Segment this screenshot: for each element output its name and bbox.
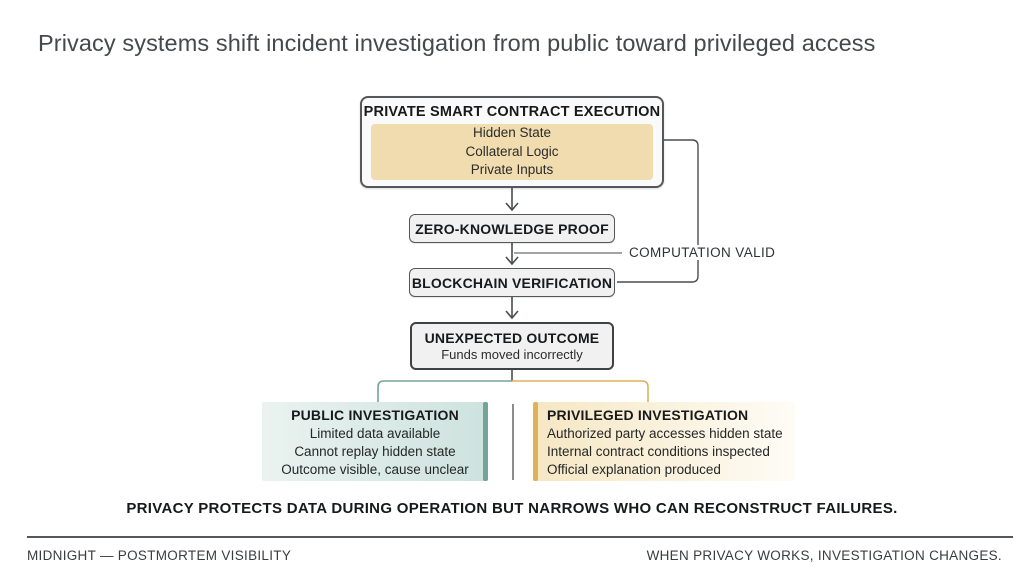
outcome-title: UNEXPECTED OUTCOME <box>424 330 600 346</box>
privileged-investigation-box: PRIVILEGED INVESTIGATION Authorized part… <box>533 402 795 481</box>
privileged-line: Internal contract conditions inspected <box>547 444 770 459</box>
branch-privileged-line <box>512 380 649 402</box>
public-investigation-title: PUBLIC INVESTIGATION <box>291 407 459 423</box>
page-title: Privacy systems shift incident investiga… <box>38 30 876 56</box>
execution-hidden-items: Hidden State Collateral Logic Private In… <box>371 124 653 180</box>
blockchain-verification-box: BLOCKCHAIN VERIFICATION <box>409 268 615 297</box>
privileged-line: Official explanation produced <box>547 462 721 477</box>
execution-item: Collateral Logic <box>465 143 559 159</box>
branch-divider <box>512 404 514 480</box>
execution-box: PRIVATE SMART CONTRACT EXECUTION Hidden … <box>360 96 664 188</box>
execution-title: PRIVATE SMART CONTRACT EXECUTION <box>363 104 661 120</box>
public-line: Cannot replay hidden state <box>294 444 456 459</box>
footer-divider-line <box>27 536 1013 538</box>
public-line: Outcome visible, cause unclear <box>281 462 469 477</box>
privileged-investigation-title: PRIVILEGED INVESTIGATION <box>547 407 749 423</box>
arrow-verification-to-outcome <box>505 297 519 320</box>
zk-proof-box: ZERO-KNOWLEDGE PROOF <box>409 214 615 243</box>
footer-tagline: WHEN PRIVACY WORKS, INVESTIGATION CHANGE… <box>646 548 1002 563</box>
unexpected-outcome-box: UNEXPECTED OUTCOME Funds moved incorrect… <box>410 322 614 370</box>
execution-item: Private Inputs <box>470 162 554 178</box>
outcome-subtitle: Funds moved incorrectly <box>441 347 583 362</box>
public-line: Limited data available <box>309 426 441 441</box>
computation-valid-label: COMPUTATION VALID <box>625 245 780 260</box>
public-accent-bar <box>483 402 488 481</box>
arrow-execution-to-zkproof <box>505 188 519 212</box>
arrow-zkproof-to-verification <box>505 243 519 266</box>
branch-public-line <box>377 380 512 402</box>
footer-brand: MIDNIGHT — POSTMORTEM VISIBILITY <box>27 548 292 563</box>
privileged-accent-bar <box>533 402 538 481</box>
execution-item: Hidden State <box>472 125 552 141</box>
privileged-line: Authorized party accesses hidden state <box>547 426 783 441</box>
public-investigation-box: PUBLIC INVESTIGATION Limited data availa… <box>262 402 488 481</box>
summary-statement: PRIVACY PROTECTS DATA DURING OPERATION B… <box>126 500 898 517</box>
